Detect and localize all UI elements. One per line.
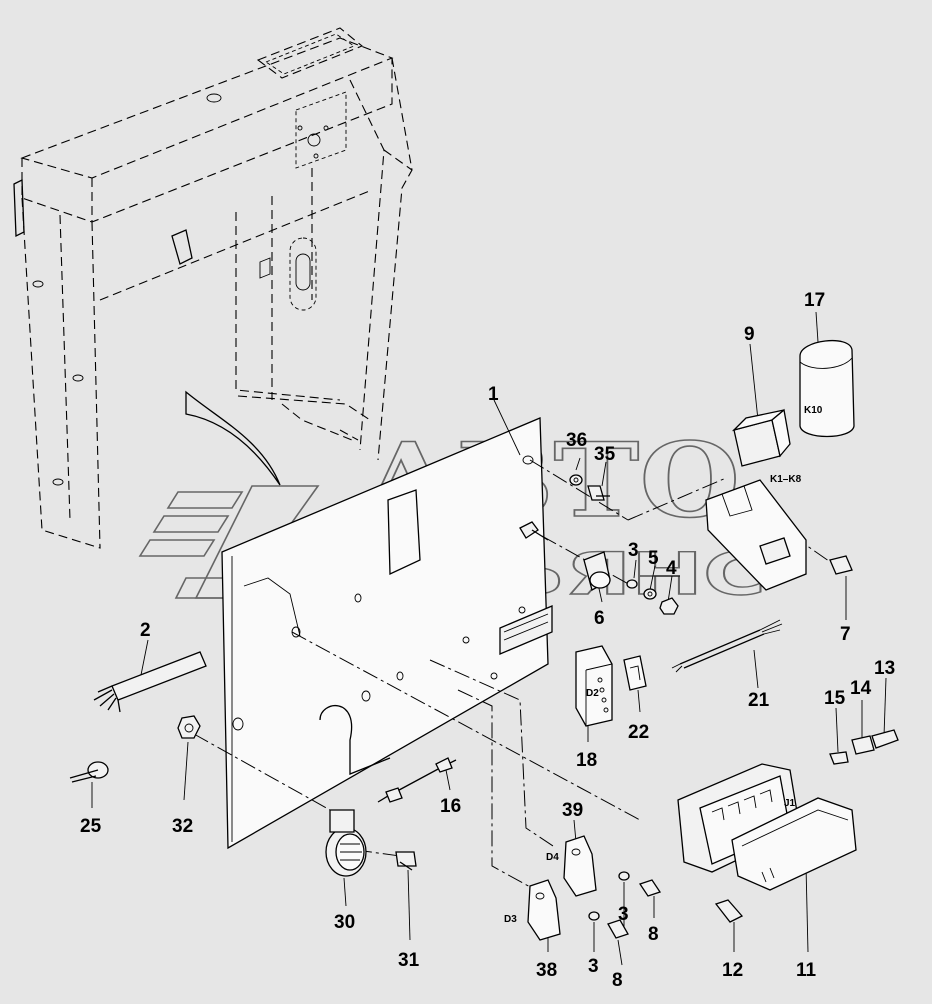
callout-18: 18 [576, 750, 597, 771]
part-9-relay [731, 408, 791, 467]
part-2-cable [93, 651, 207, 713]
callout-9: 9 [744, 324, 755, 345]
callout-7: 7 [840, 624, 851, 645]
callout-22: 22 [628, 722, 649, 743]
part-35-bolt [587, 485, 610, 501]
code-j1: J1 [784, 798, 796, 809]
callout-2: 2 [140, 620, 151, 641]
part-8-bolt-b [607, 919, 629, 939]
callout-3a: 3 [628, 540, 639, 561]
part-15-terminal [829, 751, 849, 765]
callout-39: 39 [562, 800, 583, 821]
part-31-bolt [395, 851, 417, 871]
part-3-washer-a [626, 579, 638, 589]
callout-8b: 8 [612, 970, 623, 991]
part-13-terminal [871, 729, 899, 749]
callout-17: 17 [804, 290, 825, 311]
callout-15: 15 [824, 688, 846, 709]
callout-36: 36 [566, 430, 587, 451]
callout-3c: 3 [588, 956, 599, 977]
callout-13: 13 [874, 658, 895, 679]
callout-4: 4 [666, 558, 677, 579]
code-k1-k8: K1–K8 [770, 474, 802, 485]
part-relay-base [705, 479, 807, 591]
leader-lines [91, 311, 887, 966]
callout-38: 38 [536, 960, 557, 981]
callout-8a: 8 [648, 924, 659, 945]
part-22-clip [623, 655, 647, 691]
callout-30: 30 [334, 912, 355, 933]
callout-21: 21 [748, 690, 770, 711]
callout-11: 11 [796, 960, 817, 981]
cab-frame [13, 27, 413, 549]
part-25-clamp [69, 761, 109, 783]
callout-35: 35 [594, 444, 616, 465]
part-6-bracket [583, 551, 611, 591]
code-k10: K10 [804, 405, 823, 416]
part-bolt-top [519, 521, 549, 541]
part-21-wire [671, 619, 783, 673]
part-16-wire [377, 757, 457, 803]
part-17-relay [799, 339, 855, 438]
callout-16: 16 [440, 796, 461, 817]
callout-12: 12 [722, 960, 743, 981]
callout-14: 14 [850, 678, 872, 699]
code-d2: D2 [586, 688, 599, 699]
callout-3b: 3 [618, 904, 629, 925]
callout-32: 32 [172, 816, 193, 837]
code-d4: D4 [546, 852, 559, 863]
part-18-diode-block [575, 645, 613, 727]
part-4-nut [659, 597, 679, 615]
part-11-fuse-box [677, 763, 857, 891]
part-8-bolt-a [638, 879, 662, 897]
part-36-washer [569, 474, 583, 486]
part-30-horn [325, 809, 367, 877]
part-32-nut [177, 715, 201, 739]
code-d3: D3 [504, 914, 517, 925]
callout-1: 1 [488, 384, 499, 405]
callout-5: 5 [648, 548, 659, 569]
callout-25: 25 [80, 816, 102, 837]
part-5-washer [643, 588, 657, 600]
part-39-diode-bracket [563, 835, 597, 897]
callout-6: 6 [594, 608, 605, 629]
part-7-bolt [829, 555, 853, 575]
part-14-terminal [851, 735, 875, 755]
callout-31: 31 [398, 950, 420, 971]
part-38-diode-bracket [527, 879, 561, 941]
part-3-washer-b [618, 871, 630, 881]
mounting-panel [221, 417, 553, 850]
part-12-bolt [714, 899, 744, 923]
part-3-washer-c [588, 911, 600, 921]
